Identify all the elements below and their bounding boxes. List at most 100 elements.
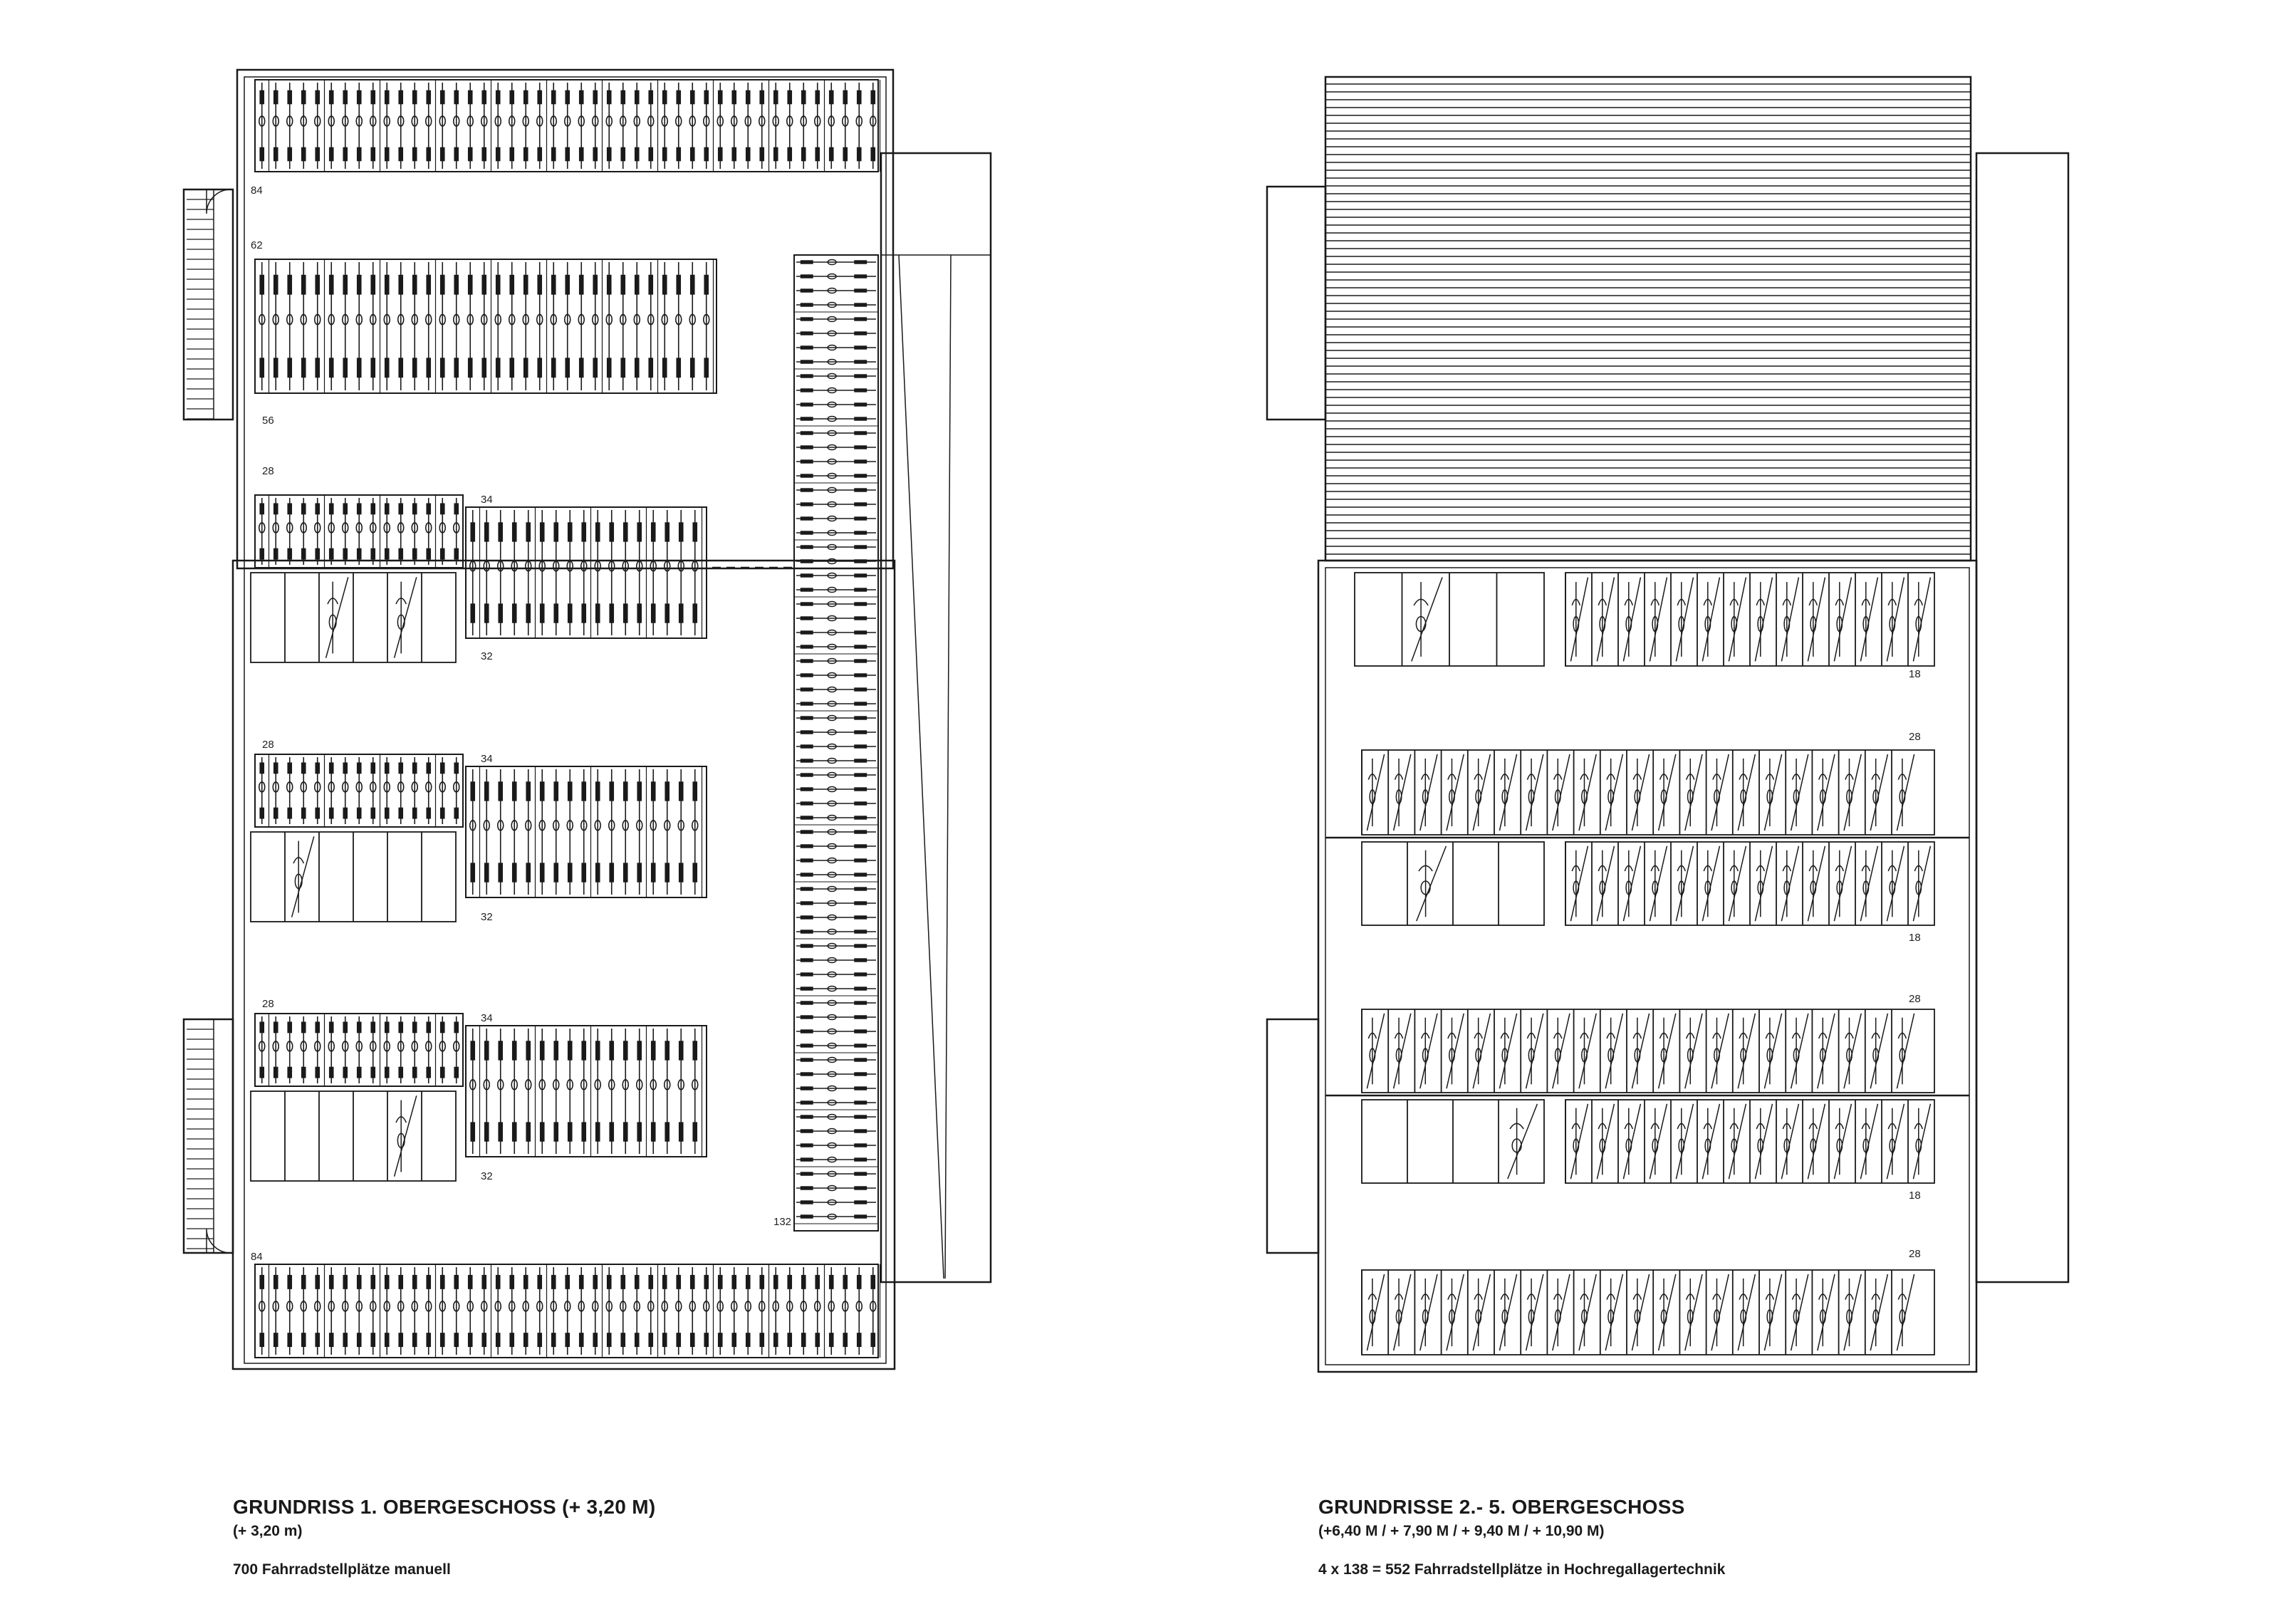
bike-handlebar [1677,1123,1687,1130]
bike-seat [286,522,293,533]
bike-handlebar [1367,1294,1377,1300]
bike-wheel [565,1333,570,1348]
bike-icon [786,1267,793,1355]
bike-seat [563,313,571,326]
bike-diagonal [1702,577,1721,662]
bike-wheel [606,274,612,295]
bike-wheel [731,1333,737,1348]
bike-icon [439,1267,447,1355]
bike-seat [716,115,724,127]
tilted-bike-icon [1702,577,1721,662]
bike-wheel [593,147,598,162]
bike-wheel [815,90,820,105]
bike-wheel [259,1066,265,1078]
bike-icon [855,1267,863,1355]
bike-handlebar [1606,1294,1615,1300]
bike-icon [730,83,738,169]
bike-wheel [315,358,321,378]
bike-seat [411,781,419,793]
bike-icon [538,1029,546,1154]
bike-seat [689,1301,697,1312]
bike-wheel [609,1041,615,1061]
bike-wheel [692,863,698,883]
bike-handlebar [1447,1032,1457,1039]
bike-diagonal [1570,577,1589,662]
bike-wheel [565,147,570,162]
bike-seat [1422,789,1429,804]
bike-icon [480,1267,488,1355]
tilted-bike-icon [1886,1103,1905,1180]
bike-icon [397,757,405,824]
bike-seat [1625,1138,1632,1153]
bike-diagonal [1711,1013,1729,1089]
bike-seat [827,1042,837,1049]
bike-wheel [439,147,445,162]
bike-wheel [854,459,867,464]
bike-wheel [854,958,867,962]
bike-icon [691,769,699,895]
bike-icon [383,83,391,169]
tilted-bike-icon [393,577,417,658]
bike-seat [272,115,280,127]
bike-seat [1573,880,1580,895]
bike-icon [550,262,558,390]
bike-seat [1678,880,1685,895]
bike-seat [563,1301,571,1312]
tilted-bike-icon [1675,1103,1694,1180]
bike-seat [1660,789,1667,804]
bike-wheel [412,90,417,105]
bike-seat [483,820,491,831]
bike-seat [1889,615,1896,633]
bike-wheel [426,1274,432,1289]
bike-wheel [800,702,813,706]
tilted-bike-icon [1622,1103,1642,1180]
tilted-bike-icon [1605,754,1624,831]
bike-seat [355,115,363,127]
bike-wheel [678,863,684,883]
bike-icon [796,430,876,437]
bike-seat [341,115,349,127]
bike-wheel [537,90,543,105]
bike-diagonal [1507,1103,1538,1180]
bike-icon [313,757,321,824]
bike-icon [605,83,613,169]
bike-seat [827,458,837,465]
bike-seat [272,1301,280,1312]
bike-wheel [854,730,867,734]
bike-seat [1899,789,1906,804]
bike-icon [328,83,335,169]
bike-wheel [692,522,698,542]
bike-icon [796,1028,876,1035]
bike-wheel [287,503,293,515]
bike-wheel [537,147,543,162]
bike-wheel [854,1100,867,1105]
bike-wheel [801,147,806,162]
bike-seat [1422,1309,1429,1324]
bike-wheel [370,1274,376,1289]
bike-icon [424,498,432,565]
bike-handlebar [1553,1294,1563,1300]
bike-seat [1810,1138,1817,1153]
bike-icon [272,262,280,390]
bike-seat [827,900,837,907]
tilted-bike-icon [1525,1013,1544,1089]
bike-seat [355,1041,363,1052]
bike-wheel [412,807,417,819]
bike-wheel [800,673,813,677]
bike-wheel [356,274,362,295]
bike-seat [827,757,837,764]
storage-bay [250,1091,457,1182]
bike-seat [1528,789,1535,804]
tilted-bike-icon [1507,1103,1538,1180]
bike-wheel [412,147,417,162]
bike-seat [869,1301,877,1312]
bike-wheel [800,759,813,763]
tilted-bike-icon [1711,754,1729,831]
rack-label: 32 [481,1170,493,1182]
tilted-bike-icon [1684,1013,1703,1089]
tilted-bike-icon [1392,1274,1412,1351]
bike-seat [1862,1138,1870,1153]
tilted-bike-icon [1649,1103,1668,1180]
bike-icon [796,885,876,892]
bike-wheel [800,588,813,592]
